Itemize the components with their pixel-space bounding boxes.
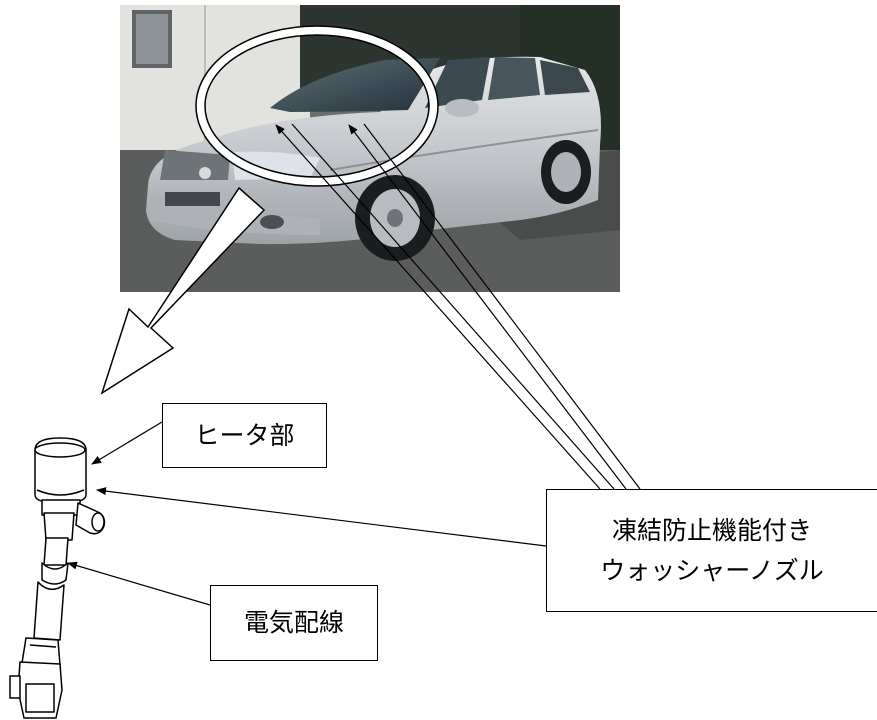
nozzle-leader-right-1 <box>348 124 627 490</box>
heater-label: ヒータ部 <box>194 420 295 450</box>
zoom-arrow <box>100 186 266 395</box>
wiring-label-box: 電気配線 <box>210 585 378 661</box>
nozzle-label-line1: 凍結防止機能付き <box>611 515 812 545</box>
nozzle-leader-left-1 <box>275 124 601 490</box>
nozzle-leader-right-2 <box>363 123 641 490</box>
car-photo <box>120 5 620 292</box>
heater-label-box: ヒータ部 <box>162 403 327 468</box>
nozzle-label-box: 凍結防止機能付き ウォッシャーノズル <box>546 489 877 612</box>
nozzle-leader-left-2 <box>291 123 615 490</box>
heater-leader <box>91 421 163 465</box>
washer-nozzle-drawing <box>9 437 106 719</box>
nozzle-leader-body <box>96 487 547 547</box>
leader-lines <box>67 123 641 606</box>
wiring-leader <box>67 561 211 606</box>
highlight-ellipse <box>195 25 439 187</box>
nozzle-label-line2: ウォッシャーノズル <box>600 555 824 585</box>
wiring-label: 電気配線 <box>243 608 344 637</box>
